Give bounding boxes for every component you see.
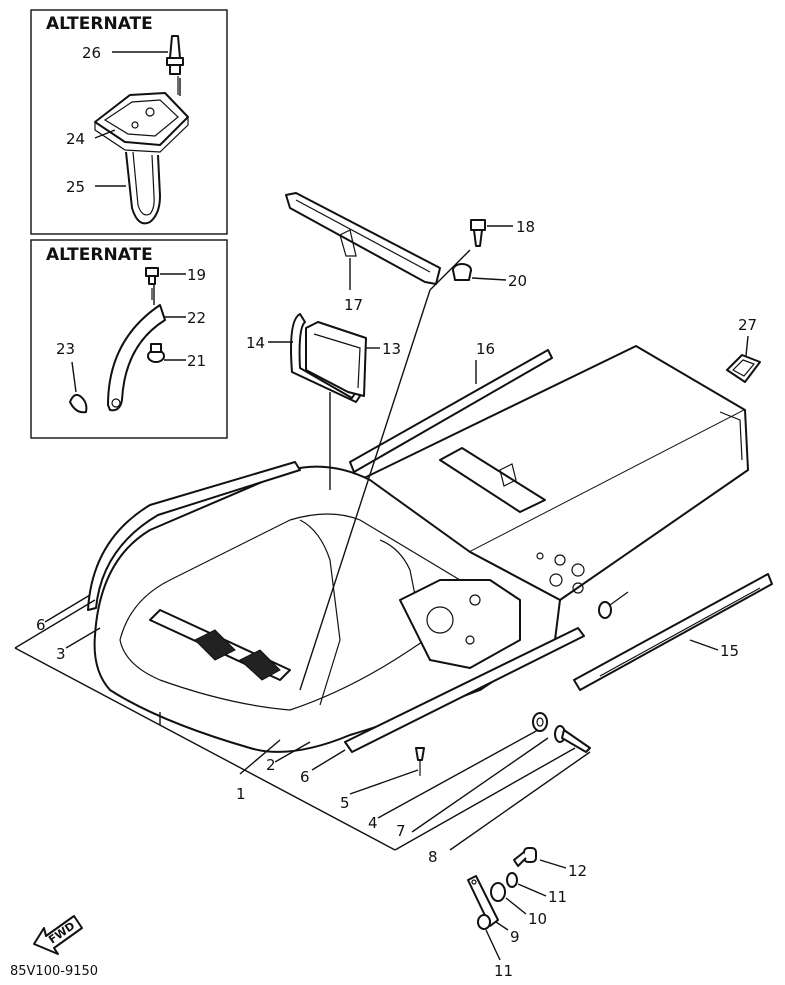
screw-part-bracket: [598, 591, 629, 619]
bolt-part-26: [166, 35, 184, 95]
callout-15: 15: [720, 642, 739, 660]
callout-17: 17: [344, 296, 363, 314]
callout-19: 19: [187, 266, 206, 284]
callout-21: 21: [187, 352, 206, 370]
alternate-box-upper-title: ALTERNATE: [46, 14, 153, 34]
bolt-part-18: [470, 219, 513, 247]
callout-22: 22: [187, 309, 206, 327]
callout-24: 24: [66, 130, 85, 148]
callout-14: 14: [246, 334, 265, 352]
washer-part-11-lower: [477, 914, 491, 930]
cap-part-23: [69, 393, 88, 414]
plate-part-9: [467, 875, 499, 927]
plate-part-13: [305, 321, 367, 397]
diagram-code: 85V100-9150: [10, 964, 98, 979]
frame-part-1: [93, 345, 749, 753]
callout-7: 7: [396, 822, 406, 840]
callout-12: 12: [568, 862, 587, 880]
callout-16: 16: [476, 340, 495, 358]
u-bolt-part-25: [125, 151, 161, 225]
callout-4: 4: [368, 814, 378, 832]
rail-part-6-front: [344, 627, 585, 753]
bolt-part-12: [513, 847, 537, 867]
callout-1: 1: [236, 785, 246, 803]
callout-11-upper: 11: [548, 888, 567, 906]
alternate-box-lower-title: ALTERNATE: [46, 245, 153, 265]
strap-part-22: [107, 304, 166, 412]
callout-26: 26: [82, 44, 101, 62]
side-rail-part-16: [349, 349, 553, 473]
rear-bar-part-17: [285, 192, 441, 290]
bracket-part-24: [94, 92, 189, 153]
nut-part-21: [147, 343, 165, 363]
washer-part-4: [532, 712, 548, 732]
bolt-part-7: [554, 725, 591, 753]
callout-10: 10: [528, 910, 547, 928]
callout-27: 27: [738, 316, 757, 334]
callout-23: 23: [56, 340, 75, 358]
alternate-box-upper-frame: [30, 9, 228, 235]
callout-9: 9: [510, 928, 520, 946]
spacer-part-10: [490, 882, 506, 902]
callout-6-left: 6: [36, 616, 46, 634]
nut-part-20: [452, 263, 507, 281]
callout-11-lower: 11: [494, 962, 513, 980]
leader-lines: [14, 78, 591, 851]
alternate-box-upper: ALTERNATE 26 24 25: [30, 9, 228, 235]
rivet-part-5: [415, 747, 425, 776]
callout-5: 5: [340, 794, 350, 812]
callout-2: 2: [266, 756, 276, 774]
washer-part-11-upper: [506, 872, 518, 888]
rail-part-6-left: [87, 461, 301, 611]
runner-part-15: [573, 573, 773, 691]
callout-13: 13: [382, 340, 401, 358]
reflector-part-27: [726, 335, 761, 383]
alternate-box-lower-frame: [30, 239, 228, 439]
alternate-box-lower: ALTERNATE 19 22 21 23: [30, 239, 228, 439]
callout-18: 18: [516, 218, 535, 236]
bolt-part-19: [145, 267, 159, 300]
callout-8: 8: [428, 848, 438, 866]
callout-25: 25: [66, 178, 85, 196]
callout-6-front: 6: [300, 768, 310, 786]
callout-3: 3: [56, 645, 66, 663]
callout-20: 20: [508, 272, 527, 290]
grab-handle-part-14: [290, 313, 361, 403]
fwd-arrow-icon: FWD: [33, 915, 83, 955]
